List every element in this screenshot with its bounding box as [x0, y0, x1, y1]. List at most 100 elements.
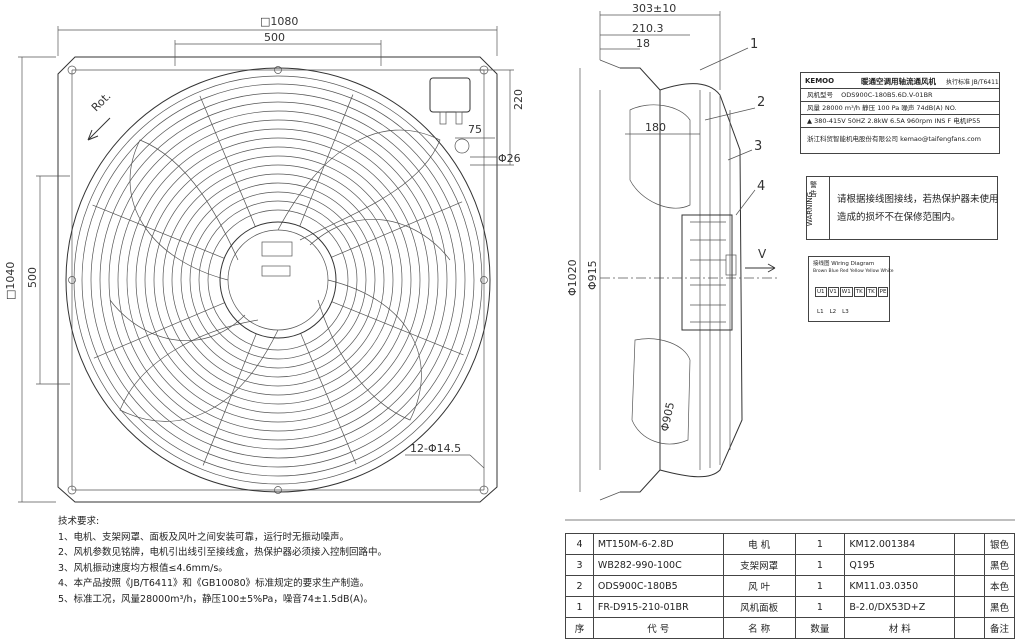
- guard-ring: [189, 191, 367, 369]
- bom-material: KM12.001384: [844, 533, 956, 555]
- dim-75: 75: [468, 123, 482, 136]
- bom-code: MT150M-6-2.8D: [592, 533, 724, 555]
- terminal-u1: U1: [815, 287, 827, 297]
- guard-ring: [144, 146, 412, 414]
- guard-ring: [81, 83, 475, 477]
- dim-180: 180: [645, 121, 666, 134]
- warning-label-en: WARNING: [806, 191, 815, 227]
- guard-ring: [108, 110, 448, 450]
- guard-ring: [180, 182, 376, 378]
- warning-line-2: 造成的损坏不在保修范围内。: [837, 212, 961, 223]
- guard-ring: [99, 101, 457, 459]
- bom-name: 风 叶: [722, 575, 796, 597]
- callout-4: 4: [757, 179, 765, 194]
- guard-spokes: [92, 94, 464, 466]
- bom-row: 3 WB282-990-100C 支架网罩 1 Q195 黑色: [565, 554, 1016, 576]
- bom-name: 风机面板: [722, 596, 796, 618]
- warning-label-cn: 警告: [810, 181, 817, 198]
- dim-500-left: 500: [26, 267, 39, 288]
- guard-ring: [117, 119, 439, 441]
- dim-square-1080: □1080: [260, 15, 298, 28]
- motor: [681, 214, 733, 331]
- technical-notes: 技术要求: 1、电机、支架网罩、面板及风叶之间安装可靠，运行时无振动噪声。 2、…: [58, 514, 498, 608]
- bom-header-name: 名 称: [722, 617, 796, 639]
- model-value: ODS900C-180B5.6D.V-01BR: [841, 91, 933, 99]
- bom-header-code: 代 号: [592, 617, 724, 639]
- bom-header-blank: [954, 617, 985, 639]
- bom-header-material: 材 料: [844, 617, 956, 639]
- bom-material: Q195: [844, 554, 956, 576]
- brand-logo: KEMOO: [805, 77, 835, 85]
- callout-2: 2: [757, 95, 765, 110]
- bom-remark: 黑色: [983, 596, 1016, 618]
- dim-phi915: Φ915: [586, 260, 599, 290]
- nameplate-specs-1: 风量 28000 m³/h 静压 100 Pa 噪声 74dB(A) NO.: [801, 101, 999, 114]
- nameplate-title: 暖通空调用轴流通风机: [861, 77, 936, 86]
- note-item: 5、标准工况，风量28000m³/h，静压100±5%Pa，噪音74±1.5dB…: [58, 593, 373, 605]
- guard-spoke: [299, 94, 354, 227]
- guard-spoke: [199, 95, 256, 227]
- bom-header: 序 代 号 名 称 数量 材 料 备注: [565, 617, 1016, 639]
- bom-row: 4 MT150M-6-2.8D 电 机 1 KM12.001384 银色: [565, 533, 1016, 555]
- guard-ring: [207, 209, 349, 351]
- front-panel-outline: [57, 56, 498, 503]
- bom-code: WB282-990-100C: [592, 554, 724, 576]
- guard-spoke: [300, 333, 357, 465]
- note-item: 2、风机参数见铭牌，电机引出线引至接线盒，热保护器必须接入控制回路中。: [58, 547, 388, 559]
- bom-qty: 1: [794, 554, 846, 576]
- bom-material: B-2.0/DX53D+Z: [844, 596, 956, 618]
- bom-seq: 3: [565, 554, 594, 576]
- nameplate: KEMOO 暖通空调用轴流通风机 执行标准 JB/T6411 风机型号 ODS9…: [800, 72, 1000, 154]
- terminal-tk-1: TK: [853, 287, 865, 297]
- flow-direction: V: [758, 247, 767, 261]
- bom-blank: [954, 596, 985, 618]
- dim-phi1020: Φ1020: [566, 259, 579, 296]
- bom-blank: [954, 554, 985, 576]
- dim-18: 18: [636, 37, 650, 50]
- dim-210: 210.3: [632, 22, 664, 35]
- nameplate-standard: 执行标准 JB/T6411: [946, 79, 999, 86]
- callout-3: 3: [754, 139, 762, 154]
- side-view: V 303±10 210.3 18 180 Φ1020 Φ915 Φ905 1 …: [566, 2, 780, 501]
- side-panel-profile: [620, 67, 661, 493]
- bom-qty: 1: [794, 533, 846, 555]
- guard-spoke: [92, 204, 225, 259]
- bom-remark: 本色: [983, 575, 1016, 597]
- wiring-title: 接线图 Wiring Diagram: [813, 261, 875, 267]
- bom-header-remark: 备注: [983, 617, 1016, 639]
- callout-1: 1: [750, 37, 758, 52]
- venturi-ring: [65, 67, 491, 493]
- line-l1: L1: [817, 309, 824, 315]
- bom-code: FR-D915-210-01BR: [592, 596, 724, 618]
- guard-ring: [135, 137, 421, 423]
- wiring-diagram: 接线图 Wiring Diagram Brown Blue Red Yellow…: [808, 256, 894, 322]
- bom-name: 支架网罩: [722, 554, 796, 576]
- bom-remark: 黑色: [983, 554, 1016, 576]
- line-l2: L2: [829, 309, 837, 315]
- bom-blank: [954, 575, 985, 597]
- terminal-w1: W1: [839, 287, 853, 297]
- guard-ring: [153, 155, 403, 405]
- motor-hub: [219, 221, 337, 339]
- note-item: 3、风机振动速度均方根值≤4.6mm/s。: [58, 562, 228, 574]
- junction-box: [429, 77, 471, 113]
- bom-row: 2 ODS900C-180B5 风 叶 1 KM11.03.0350 本色: [565, 575, 1016, 597]
- guard-spoke: [331, 201, 463, 258]
- rotation-label: Rot.: [89, 90, 114, 115]
- bill-of-materials: 4 MT150M-6-2.8D 电 机 1 KM12.001384 银色 3 W…: [565, 533, 1016, 639]
- dim-phi26: Φ26: [498, 152, 521, 165]
- dim-220: 220: [512, 89, 525, 110]
- note-item: 1、电机、支架网罩、面板及风叶之间安装可靠，运行时无振动噪声。: [58, 531, 350, 543]
- nameplate-company: 浙江科贸智能机电股份有限公司 kemao@taifengfans.com: [801, 127, 999, 153]
- bom-code: ODS900C-180B5: [592, 575, 724, 597]
- dim-square-1040: □1040: [4, 262, 17, 300]
- dim-phi905: Φ905: [658, 401, 677, 433]
- line-l3: L3: [842, 309, 849, 315]
- dim-500-top: 500: [264, 31, 285, 44]
- dim-holes: 12-Φ14.5: [410, 442, 461, 455]
- terminal-pe: PE: [877, 287, 889, 297]
- bom-seq: 1: [565, 596, 594, 618]
- guard-spoke: [331, 301, 464, 356]
- bom-seq: 4: [565, 533, 594, 555]
- wiring-colors: Brown Blue Red Yellow Yellow White: [813, 269, 894, 274]
